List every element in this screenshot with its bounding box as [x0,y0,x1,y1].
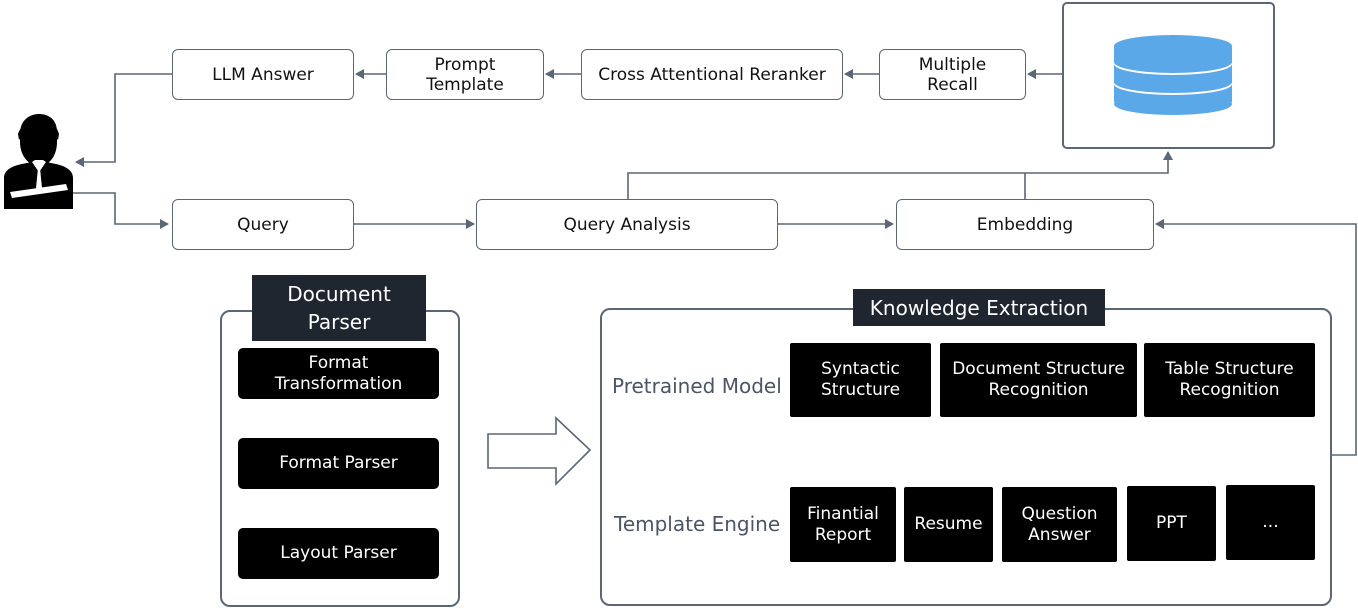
knowledge-extraction-title: Knowledge Extraction [853,289,1105,326]
format-parser-box: Format Parser [238,438,439,489]
multiple-recall-node: Multiple Recall [879,49,1026,100]
ellipsis-box: ... [1226,485,1315,560]
financial-report-box: Finantial Report [790,487,896,562]
edge-llm-to-user [75,73,172,167]
document-structure-box: Document Structure Recognition [940,343,1137,417]
database-icon [1114,35,1232,115]
pretrained-model-label: Pretrained Model [612,374,782,398]
template-engine-label: Template Engine [614,512,781,536]
llm-answer-node: LLM Answer [172,49,354,100]
query-analysis-node: Query Analysis [476,199,778,250]
arrow-right-outline-icon [487,416,592,486]
edge-analysis-to-db [627,151,1173,199]
edge-ke-to-embedding [1155,219,1357,456]
resume-box: Resume [904,487,993,562]
format-transformation-box: Format Transformation [238,348,439,399]
embedding-node: Embedding [896,199,1154,250]
layout-parser-box: Layout Parser [238,528,439,579]
prompt-template-node: Prompt Template [386,49,544,100]
syntactic-structure-box: Syntactic Structure [790,343,931,417]
query-node: Query [172,199,354,250]
table-structure-box: Table Structure Recognition [1144,343,1315,417]
ppt-box: PPT [1127,486,1216,561]
reranker-node: Cross Attentional Reranker [581,49,843,100]
document-parser-title: Document Parser [252,275,426,341]
edge-user-to-query [58,192,169,229]
user-icon [4,114,73,209]
question-answer-box: Question Answer [1002,487,1117,562]
